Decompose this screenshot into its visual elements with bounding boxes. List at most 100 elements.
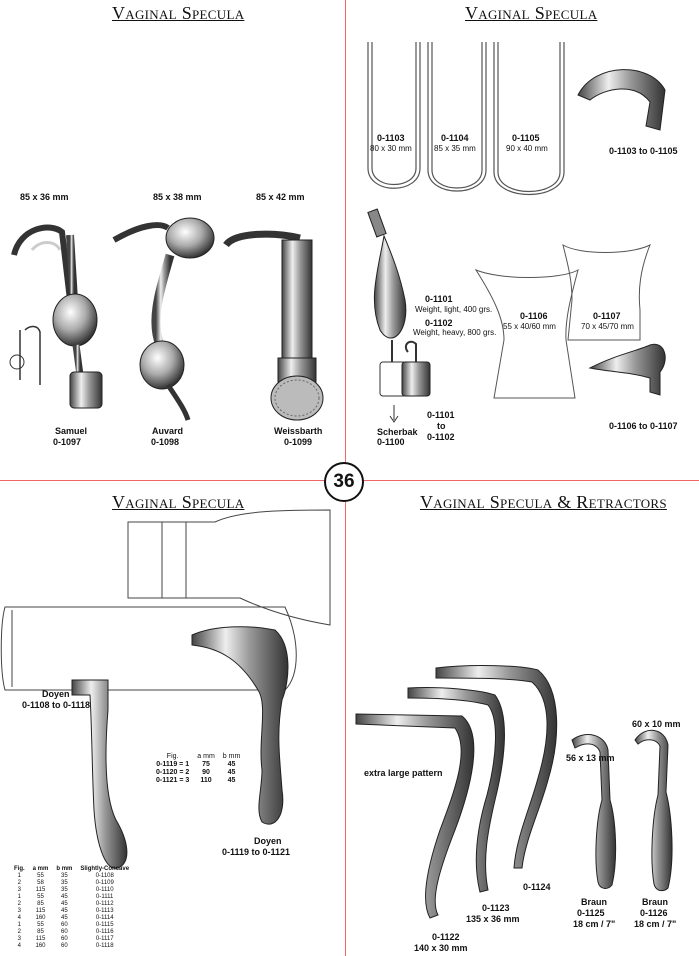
table-cell: 0-1118 [95, 943, 114, 949]
big-th-fig: Fig. [14, 866, 25, 872]
doyen-1108-drawing [71, 679, 128, 869]
braun1-code: 0-1125 [577, 908, 605, 918]
braun2-len: 18 cm / 7" [634, 919, 677, 929]
table-cell: 45 [227, 761, 236, 768]
doyen1-name: Doyen [42, 689, 70, 699]
braun1-name: Braun [581, 897, 608, 907]
table-cell: 35 [61, 887, 68, 893]
braun2-size: 60 x 10 mm [632, 719, 681, 729]
table-cell: 1 [17, 922, 21, 928]
blade-1104-size: 85 x 35 mm [434, 144, 476, 153]
big-th-b: b mm [56, 866, 73, 872]
auvard-size: 85 x 38 mm [153, 192, 202, 202]
weight-range-b: 0-1102 [427, 432, 455, 442]
samuel-size: 85 x 36 mm [20, 192, 69, 202]
table-cell: 4 [17, 943, 21, 949]
scherbak-code: 0-1100 [377, 437, 405, 447]
page-number: 36 [324, 462, 364, 502]
q2-title: Vaginal Specula [465, 3, 598, 23]
braun1-size: 56 x 13 mm [566, 753, 615, 763]
blade-1103-size: 80 x 30 mm [370, 144, 412, 153]
samuel-speculum-drawing [9, 224, 103, 409]
doyen-big-table: Fig. a mm b mm Slightly-Concave 1 55 35 0-1… [10, 866, 133, 950]
plate-1107-outline [562, 243, 651, 341]
table-cell: 90 [202, 769, 210, 776]
blade-outlines [367, 42, 565, 196]
table-cell: 0-1116 [95, 929, 114, 935]
doyen-small-table: Fig. a mm b mm 0-1119 = 1 75 45 0-1120 =… [152, 753, 244, 785]
table-cell: 60 [61, 922, 68, 928]
plate-1107-code: 0-1107 [593, 311, 621, 321]
table-cell: 115 [35, 887, 46, 893]
table-cell: 0-1120 = 2 [156, 769, 190, 776]
weight-heavy-desc: Weight, heavy, 800 grs. [413, 328, 497, 337]
blade-1103-code: 0-1103 [377, 133, 405, 143]
table-cell: 3 [17, 936, 21, 942]
table-cell: 0-1112 [95, 901, 114, 907]
table-cell: 60 [61, 936, 68, 942]
extra-large-label: extra large pattern [364, 768, 443, 778]
table-cell: 58 [37, 880, 44, 886]
weight-heavy-code: 0-1102 [425, 318, 453, 328]
auvard-code: 0-1098 [151, 437, 180, 447]
samuel-name: Samuel [55, 426, 88, 436]
code-1123: 0-1123 [482, 903, 510, 913]
blade-1104-code: 0-1104 [441, 133, 469, 143]
small-th-b: b mm [222, 753, 241, 760]
weissbarth-size: 85 x 42 mm [256, 192, 305, 202]
scherbak-weight-drawing [367, 208, 431, 423]
weissbarth-name: Weissbarth [274, 426, 323, 436]
q4-title: Vaginal Specula & Retractors [420, 492, 667, 512]
table-cell: 0-1119 = 1 [156, 761, 190, 768]
weissbarth-speculum-drawing [223, 230, 324, 421]
table-cell: 45 [61, 915, 68, 921]
table-cell: 45 [61, 908, 68, 914]
table-cell: 0-1121 = 3 [156, 777, 190, 784]
braun-1126-drawing [634, 730, 673, 892]
table-cell: 45 [61, 901, 68, 907]
q1-title: Vaginal Specula [112, 3, 245, 23]
weissbarth-code: 0-1099 [284, 437, 313, 447]
table-cell: 0-1108 [95, 873, 114, 879]
table-cell: 35 [61, 880, 68, 886]
plate-1106-size: 55 x 40/60 mm [503, 322, 556, 331]
big-th-concave: Slightly-Concave [80, 866, 130, 872]
table-cell: 55 [37, 873, 44, 879]
table-cell: 75 [202, 761, 210, 768]
auvard-speculum-drawing [112, 217, 215, 421]
braun-1125-drawing [571, 734, 617, 889]
table-cell: 2 [17, 901, 21, 907]
table-cell: 160 [35, 915, 46, 921]
table-cell: 45 [227, 777, 236, 784]
big-th-a: a mm [32, 866, 49, 872]
table-cell: 3 [17, 908, 21, 914]
table-cell: 0-1109 [95, 880, 114, 886]
table-cell: 60 [61, 929, 68, 935]
doyen-1119-drawing [191, 626, 289, 825]
braun1-len: 18 cm / 7" [573, 919, 616, 929]
table-cell: 85 [37, 901, 44, 907]
braun2-code: 0-1126 [640, 908, 668, 918]
table-cell: 2 [17, 880, 21, 886]
retractor-1123-drawing [407, 686, 505, 893]
plate-1106-outline [474, 268, 579, 399]
blade-1105-size: 90 x 40 mm [506, 144, 548, 153]
code-1122: 0-1122 [432, 932, 460, 942]
weight-light-desc: Weight, light, 400 grs. [415, 305, 493, 314]
samuel-code: 0-1097 [53, 437, 82, 447]
table-cell: 115 [35, 936, 46, 942]
plate-1106-code: 0-1106 [520, 311, 548, 321]
table-cell: 55 [37, 894, 44, 900]
weight-light-code: 0-1101 [425, 294, 453, 304]
table-cell: 35 [61, 873, 68, 879]
table-cell: 110 [200, 777, 212, 784]
blade-holder-drawing [577, 69, 666, 131]
retractor-1122-drawing [355, 713, 475, 919]
table-cell: 55 [37, 922, 44, 928]
braun2-name: Braun [642, 897, 669, 907]
table-cell: 0-1110 [95, 887, 114, 893]
table-cell: 0-1113 [95, 908, 114, 914]
table-cell: 45 [227, 769, 236, 776]
auvard-name: Auvard [152, 426, 184, 436]
